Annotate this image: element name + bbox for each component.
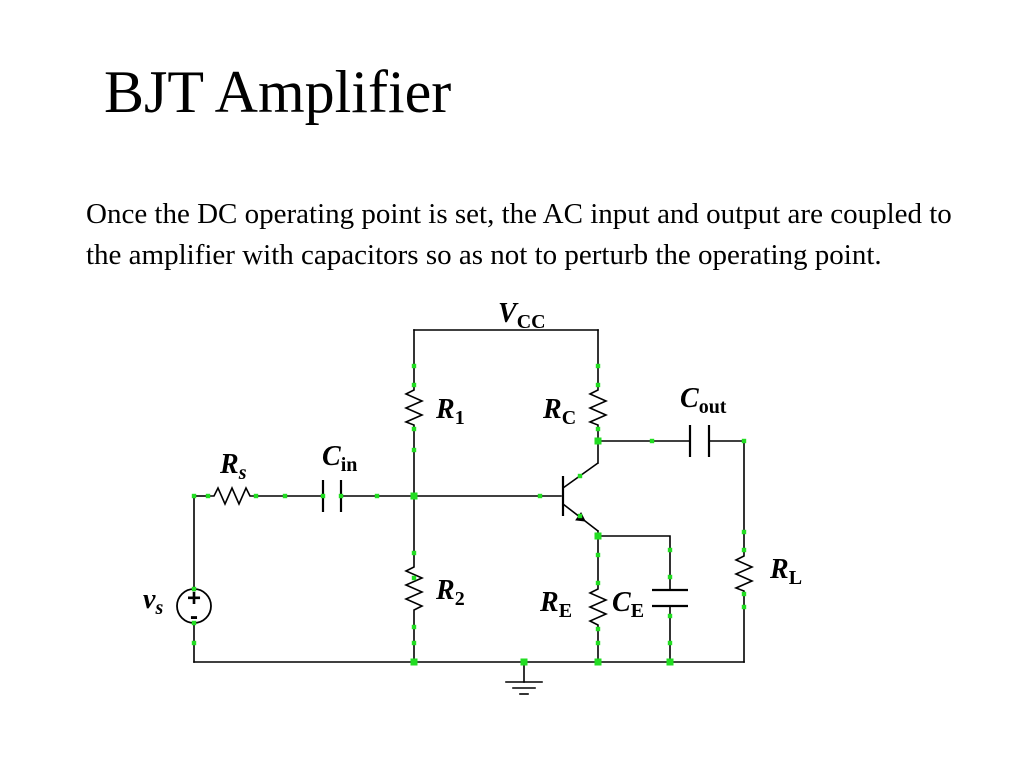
connection-point — [411, 640, 417, 646]
connection-point — [741, 604, 747, 610]
re-label-subscript: E — [559, 600, 572, 622]
wires — [193, 329, 745, 683]
connection-point — [577, 473, 583, 479]
connection-point — [595, 363, 601, 369]
connection-point — [374, 493, 380, 499]
junction-node — [594, 437, 602, 445]
cout-label-subscript: out — [699, 396, 727, 418]
connection-point — [667, 547, 673, 553]
ground-symbol — [505, 681, 543, 695]
vcc-label: VCC — [498, 298, 546, 333]
source-plus-sign: + — [187, 585, 201, 612]
r1-label-subscript: 1 — [455, 407, 465, 429]
connection-point — [537, 493, 543, 499]
r1-label: R1 — [435, 394, 465, 429]
re-resistor — [588, 583, 608, 629]
rs-label-subscript: s — [238, 462, 247, 484]
rc-resistor — [587, 385, 608, 429]
connection-point — [411, 624, 417, 630]
cout-label-symbol: C — [680, 383, 699, 414]
connection-point — [411, 426, 417, 432]
cout-capacitor — [688, 425, 711, 457]
rc-label: RC — [542, 394, 576, 429]
connection-point — [741, 438, 747, 444]
connection-point — [191, 620, 197, 626]
cout-right-wire — [708, 440, 745, 551]
connection-point — [649, 438, 655, 444]
r1-resistor — [403, 385, 424, 429]
cin-capacitor — [321, 480, 343, 512]
connection-point — [282, 493, 288, 499]
npn-transistor — [561, 462, 599, 532]
connection-point — [411, 575, 417, 581]
connection-point — [253, 493, 259, 499]
junction-node — [410, 492, 418, 500]
connection-point — [741, 591, 747, 597]
connection-point — [191, 493, 197, 499]
rs-label-symbol: R — [219, 449, 239, 480]
connection-point — [191, 586, 197, 592]
source-minus-sign: - — [190, 603, 198, 630]
re-label-symbol: R — [539, 587, 559, 618]
connection-point — [595, 382, 601, 388]
re-label: RE — [539, 587, 572, 622]
rs-label: Rs — [219, 449, 247, 484]
rl-resistor — [733, 550, 754, 594]
ce-label-symbol: C — [612, 587, 631, 618]
rl-label-symbol: R — [769, 554, 789, 585]
rl-label: RL — [769, 554, 802, 589]
junction-node — [520, 658, 528, 666]
r2-resistor — [404, 553, 424, 627]
vs-label-subscript: s — [154, 597, 163, 619]
cin-label-symbol: C — [322, 441, 341, 472]
cin-label-subscript: in — [341, 454, 358, 476]
connection-point — [411, 447, 417, 453]
connection-point — [191, 640, 197, 646]
connection-point — [595, 580, 601, 586]
rl-label-subscript: L — [789, 567, 802, 589]
cin-label: Cin — [322, 441, 357, 476]
connection-point — [320, 493, 326, 499]
r2-label: R2 — [435, 575, 465, 610]
ce-label-subscript: E — [631, 600, 644, 622]
rc-label-subscript: C — [562, 407, 576, 429]
connection-point — [595, 640, 601, 646]
ce-label: CE — [612, 587, 644, 622]
connection-point — [411, 382, 417, 388]
r1-label-symbol: R — [435, 394, 455, 425]
vs-label-symbol: v — [143, 584, 156, 615]
junction-node — [594, 658, 602, 666]
slide-title: BJT Amplifier — [104, 59, 452, 125]
connection-point — [338, 493, 344, 499]
connection-point — [205, 493, 211, 499]
emitter-ce-wire — [597, 535, 671, 591]
connection-point — [741, 547, 747, 553]
r2-label-symbol: R — [435, 575, 455, 606]
rc-label-symbol: R — [542, 394, 562, 425]
vcc-label-symbol: V — [498, 298, 519, 329]
vcc-label-subscript: CC — [517, 311, 546, 333]
rs-resistor — [208, 486, 256, 506]
connection-nodes — [191, 363, 747, 666]
connection-point — [667, 613, 673, 619]
junction-node — [594, 532, 602, 540]
connection-point — [741, 529, 747, 535]
connection-point — [667, 640, 673, 646]
connection-point — [411, 550, 417, 556]
connection-point — [411, 363, 417, 369]
vs-label: vs — [143, 584, 163, 619]
junction-node — [410, 658, 418, 666]
connection-point — [595, 426, 601, 432]
cout-label: Cout — [680, 383, 727, 418]
connection-point — [595, 626, 601, 632]
connection-point — [577, 513, 583, 519]
junction-node — [666, 658, 674, 666]
slide-body-text: Once the DC operating point is set, the … — [86, 198, 952, 271]
r2-label-subscript: 2 — [455, 588, 465, 610]
connection-point — [667, 574, 673, 580]
connection-point — [595, 552, 601, 558]
ce-capacitor — [652, 588, 688, 608]
